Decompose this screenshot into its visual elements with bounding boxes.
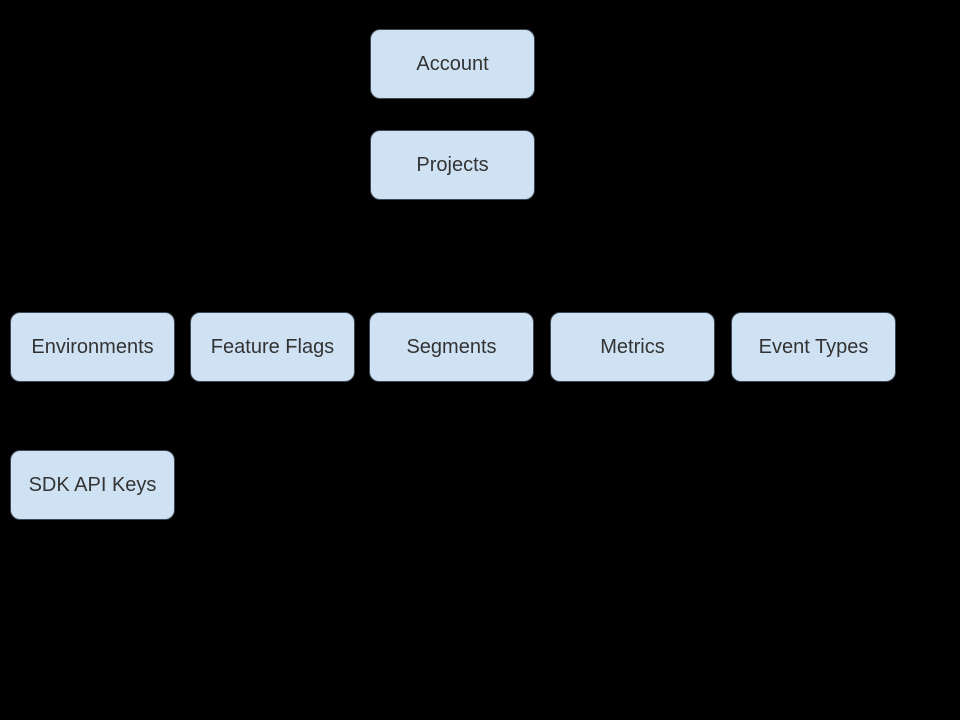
diagram-node-account: Account xyxy=(370,29,535,99)
diagram-node-metrics: Metrics xyxy=(550,312,715,382)
node-label-event-types: Event Types xyxy=(758,336,869,358)
node-label-environments: Environments xyxy=(31,336,154,358)
node-label-feature-flags: Feature Flags xyxy=(210,336,335,358)
diagram-node-projects: Projects xyxy=(370,130,535,200)
node-label-metrics: Metrics xyxy=(600,336,665,358)
node-label-projects: Projects xyxy=(416,154,489,176)
node-label-segments: Segments xyxy=(406,336,497,358)
node-label-account: Account xyxy=(416,53,489,75)
node-label-sdk-api-keys: SDK API Keys xyxy=(28,474,157,496)
diagram-node-feature-flags: Feature Flags xyxy=(190,312,355,382)
diagram-node-segments: Segments xyxy=(369,312,534,382)
diagram-node-event-types: Event Types xyxy=(731,312,896,382)
diagram-node-environments: Environments xyxy=(10,312,175,382)
diagram-node-sdk-api-keys: SDK API Keys xyxy=(10,450,175,520)
